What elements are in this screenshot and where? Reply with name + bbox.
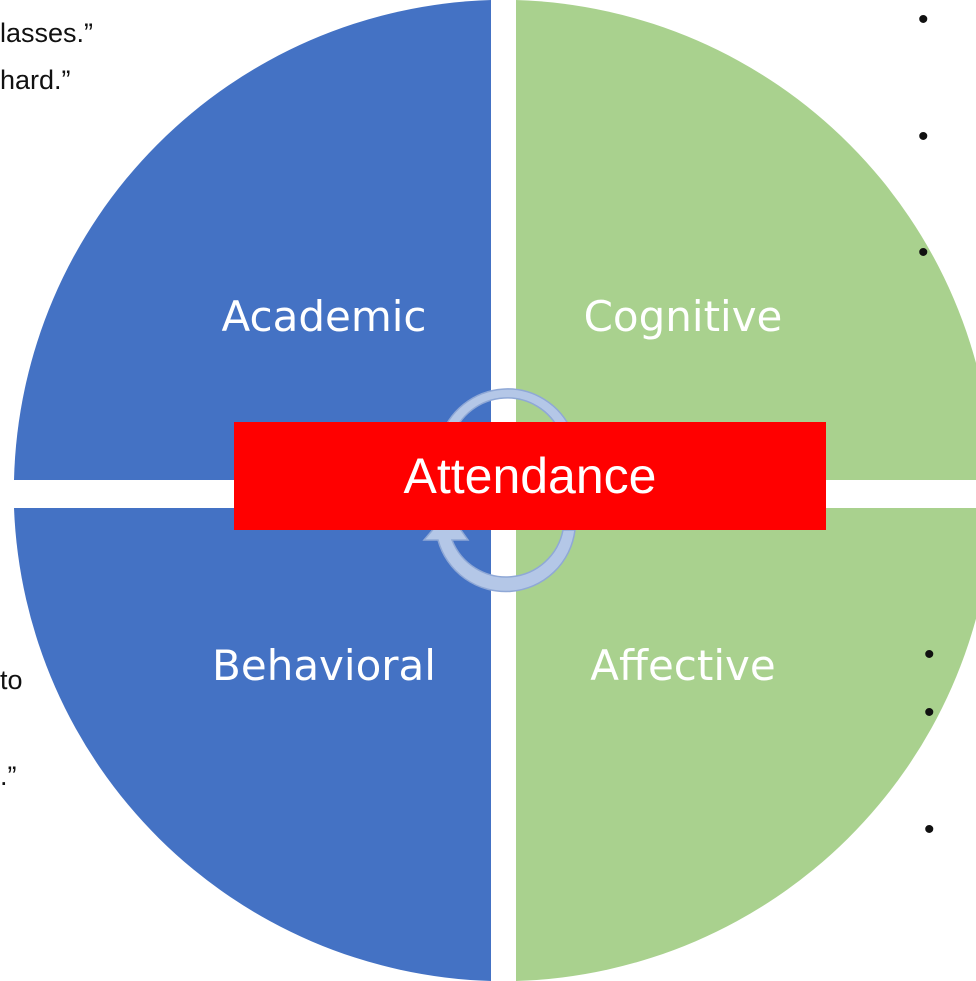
cycle-arrow-icon: [422, 388, 576, 593]
left-text-line-1: lasses.”: [0, 18, 94, 48]
left-text-line-2: hard.”: [0, 65, 71, 95]
right-bullet-3: •: [918, 236, 929, 269]
right-bullet-5: •: [924, 696, 935, 729]
right-bullet-4: •: [924, 638, 935, 671]
quadrant-affective: [516, 508, 976, 981]
quadrant-cognitive: [516, 0, 976, 480]
quadrant-label-behavioral: Behavioral: [212, 641, 436, 690]
center-label: Attendance: [403, 448, 657, 504]
quadrant-label-cognitive: Cognitive: [584, 292, 783, 341]
quadrant-label-affective: Affective: [590, 641, 775, 690]
quadrant-label-academic: Academic: [222, 292, 427, 341]
quadrant-academic: [14, 0, 491, 480]
right-bullet-1: •: [918, 3, 929, 36]
left-text-line-3: to: [0, 665, 23, 695]
left-text-line-4: .”: [0, 761, 17, 791]
quadrant-behavioral: [14, 508, 491, 981]
center-attendance-box: Attendance: [234, 422, 826, 530]
right-bullet-2: •: [918, 120, 929, 153]
right-bullet-6: •: [924, 813, 935, 846]
